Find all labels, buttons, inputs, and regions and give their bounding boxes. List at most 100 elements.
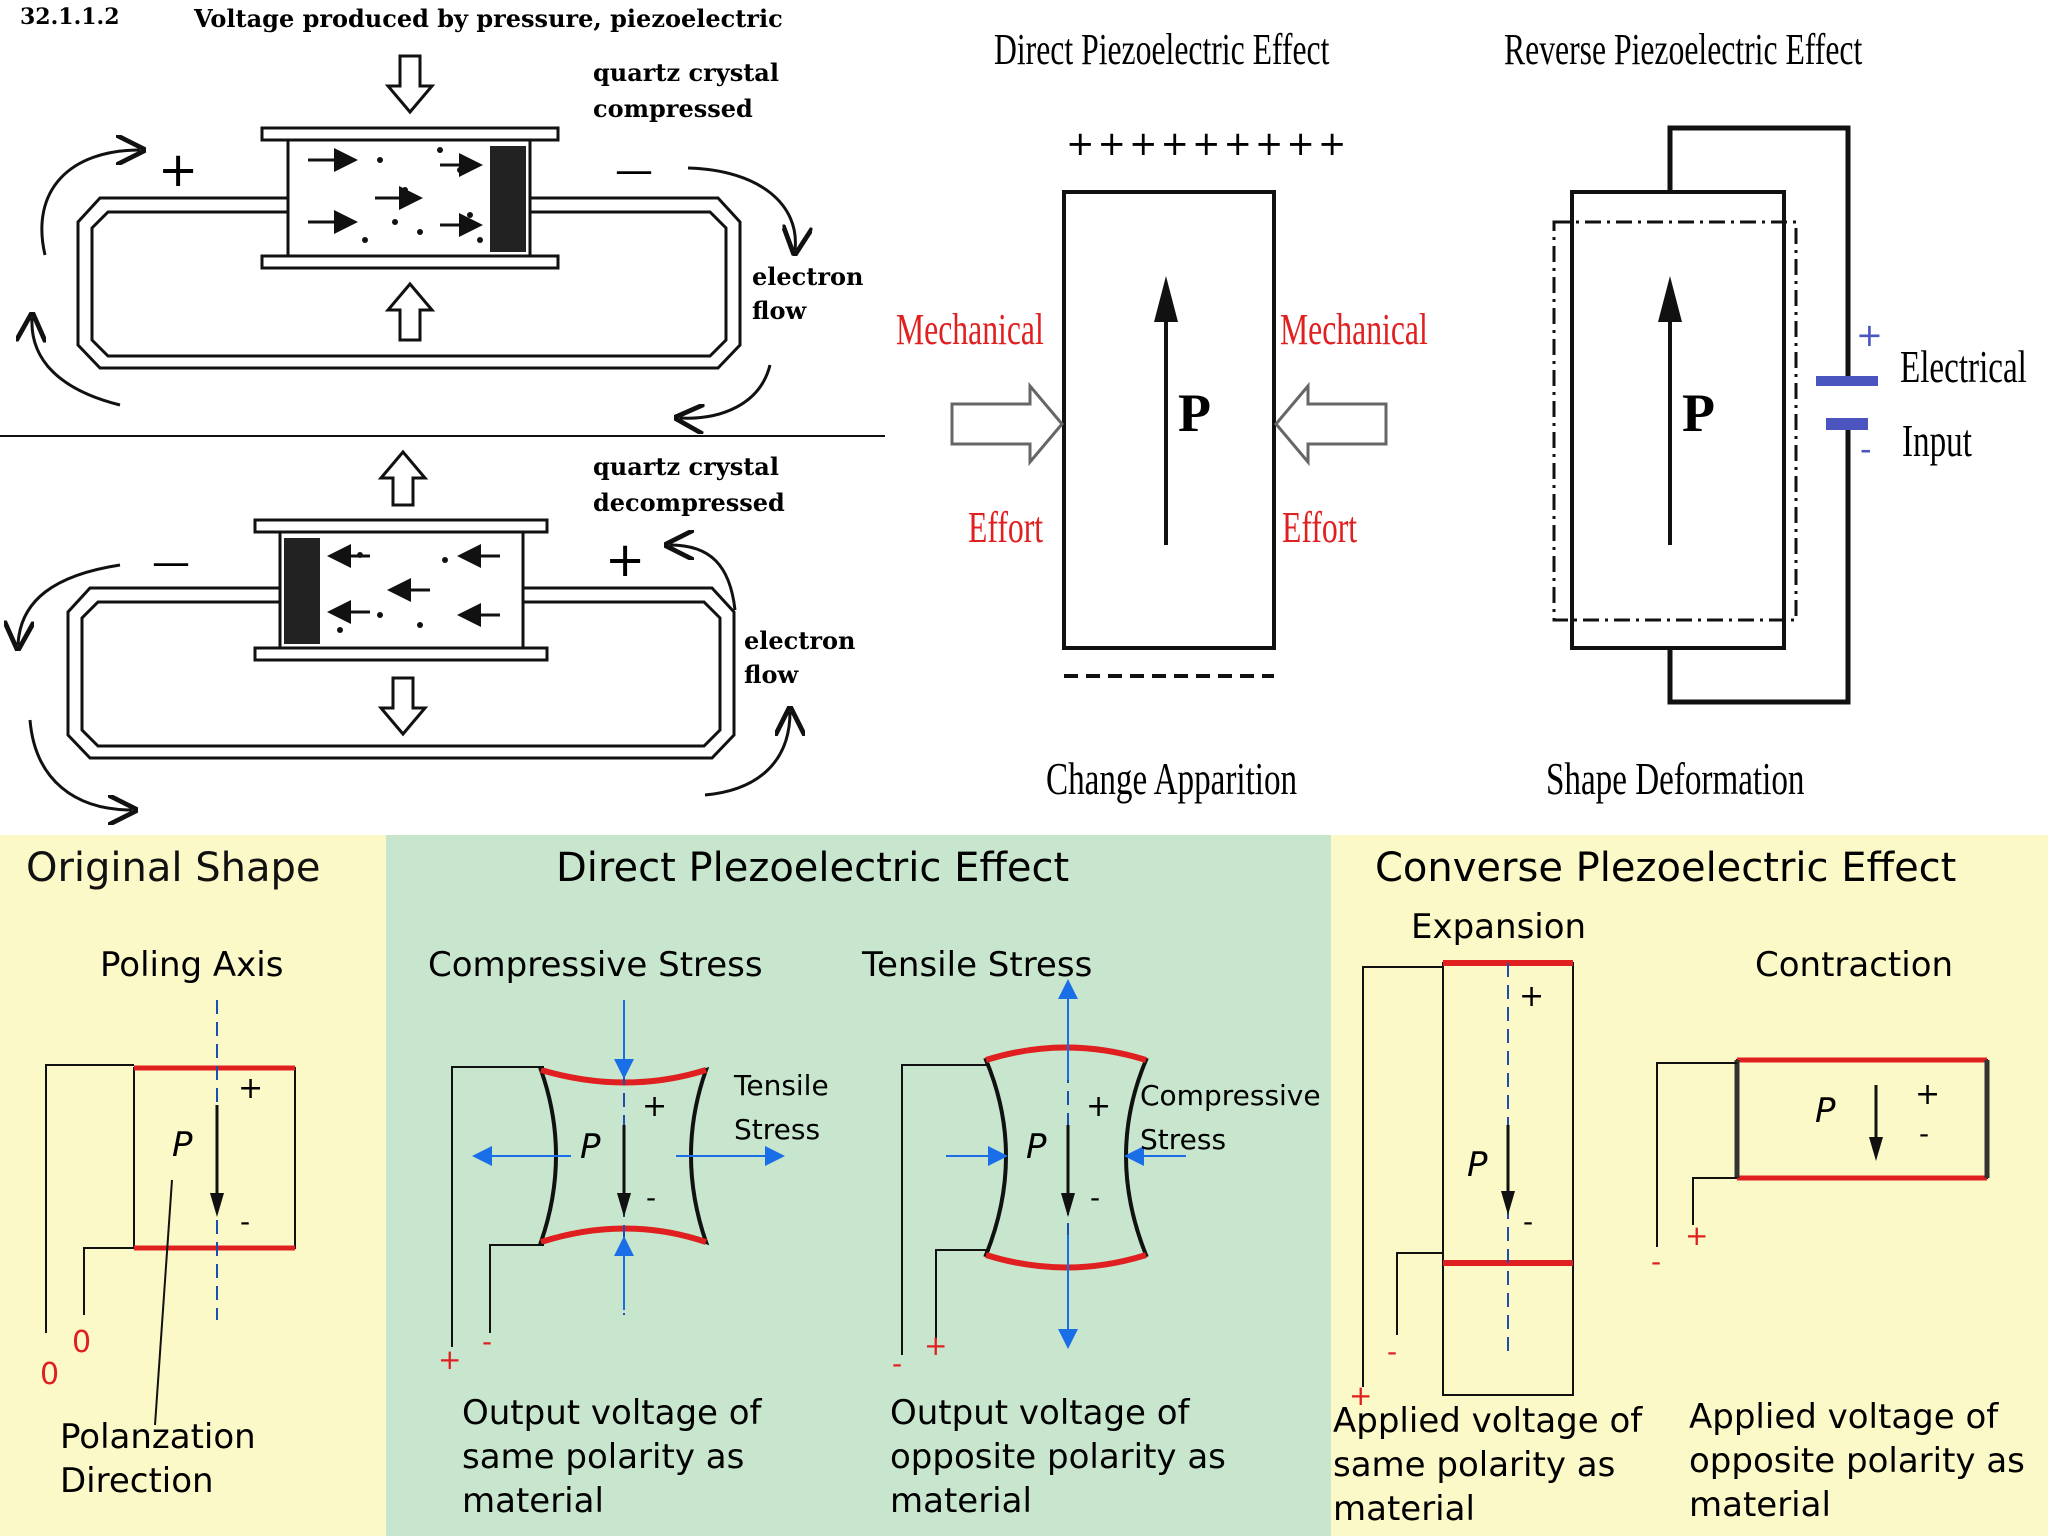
tens-p: P [1026, 1127, 1047, 1167]
direct-polarization: P [1178, 383, 1211, 443]
exp-minus: - [1523, 1205, 1534, 1238]
original-p: P [172, 1125, 193, 1165]
section-number: 32.1.1.2 [20, 4, 120, 30]
compressed-label-1: quartz crystal [593, 58, 779, 87]
comp-caption-2: same polarity as [462, 1437, 745, 1477]
decompressed-label-2: decompressed [593, 488, 785, 517]
con-p: P [1815, 1091, 1836, 1131]
direct-left-label-1: Mechanical [896, 305, 1044, 354]
exp-caption-3: material [1333, 1489, 1475, 1529]
con-caption-2: opposite polarity as [1689, 1441, 2025, 1481]
tens-side-label-1: Compressive [1140, 1079, 1321, 1112]
comp-side-label-1: Tensile [734, 1069, 829, 1102]
con-plus: + [1915, 1077, 1941, 1112]
compressed-circuit [76, 196, 742, 370]
compressed-motion-arrows [308, 148, 483, 237]
decompressed-flow-1: electron [744, 626, 856, 655]
poling-axis-label: Poling Axis [100, 945, 284, 985]
effect-comparison-panel: Direct Piezoelectric Effect Reverse Piez… [890, 0, 2048, 835]
reverse-polarization: P [1682, 383, 1715, 443]
direct-effect-panel: Direct Plezoelectric Effect Compressive … [386, 835, 1331, 1536]
pull-up-arrow [377, 449, 429, 507]
direct-right-label-2: Effort [1282, 503, 1358, 552]
compressed-minus: — [615, 148, 653, 192]
original-shape-panel: Original Shape Poling Axis P + - 0 0 Pol… [0, 835, 386, 1536]
reverse-caption: Shape Deformation [1546, 753, 1805, 804]
comp-p: P [580, 1127, 601, 1167]
input-label-2: Input [1902, 415, 1972, 466]
capacitor-minus-plate [1826, 418, 1868, 430]
converse-title: Converse Plezoelectric Effect [1375, 845, 1957, 891]
effect-comparison-drawing [950, 125, 1878, 705]
top-left-title: Voltage produced by pressure, piezoelect… [194, 4, 783, 33]
con-minus: - [1919, 1117, 1930, 1150]
input-label-1: Electrical [1900, 341, 2027, 392]
compressed-flow-2: flow [752, 296, 807, 325]
decompressed-label-1: quartz crystal [593, 452, 779, 481]
direct-title: Direct Piezoelectric Effect [994, 25, 1330, 74]
tens-side-label-2: Stress [1140, 1123, 1227, 1156]
zero-label-a: 0 [40, 1357, 60, 1392]
decompressed-bottom-plate [253, 646, 549, 662]
reverse-title: Reverse Piezoelectric Effect [1504, 25, 1863, 74]
original-plus: + [238, 1071, 264, 1106]
comp-lead-plus: + [438, 1343, 462, 1376]
original-title: Original Shape [26, 845, 321, 891]
direct-crystal [1062, 190, 1276, 650]
quartz-circuit-panel: 32.1.1.2 Voltage produced by pressure, p… [0, 0, 890, 835]
left-force-arrow [950, 381, 1064, 467]
compressed-flow-1: electron [752, 262, 864, 291]
press-down-arrow [384, 54, 436, 115]
polarization-direction-2: Direction [60, 1461, 214, 1501]
decompressed-minus: — [152, 540, 190, 584]
con-caption-1: Applied voltage of [1689, 1397, 1999, 1437]
con-lead-minus: - [1651, 1245, 1662, 1278]
pull-down-arrow [377, 676, 429, 737]
expansion-label: Expansion [1411, 907, 1587, 947]
capacitor-plus: + [1856, 316, 1883, 354]
comp-plus: + [642, 1089, 668, 1124]
direct-left-label-2: Effort [968, 503, 1044, 552]
comp-minus: - [646, 1181, 657, 1214]
charge-plus-row: +++++++++ [1066, 124, 1350, 164]
decompressed-plus: + [605, 532, 646, 588]
original-minus: - [240, 1205, 251, 1238]
tens-caption-1: Output voltage of [890, 1393, 1190, 1433]
tens-lead-minus: - [892, 1347, 903, 1380]
press-up-arrow [384, 281, 436, 342]
compressed-top-plate [260, 126, 560, 142]
comp-side-label-2: Stress [734, 1113, 821, 1146]
direct-right-label-1: Mechanical [1280, 305, 1428, 354]
zero-label-b: 0 [72, 1325, 92, 1360]
exp-caption-1: Applied voltage of [1333, 1401, 1643, 1441]
quartz-circuit-drawing [0, 54, 885, 835]
tens-minus: - [1090, 1181, 1101, 1214]
decompressed-flow-2: flow [744, 660, 799, 689]
exp-p: P [1467, 1145, 1488, 1185]
comp-caption-1: Output voltage of [462, 1393, 762, 1433]
compressed-label-2: compressed [593, 94, 753, 123]
exp-plus: + [1519, 979, 1545, 1014]
exp-lead-minus: - [1387, 1335, 1398, 1368]
exp-lead-plus: + [1349, 1379, 1373, 1412]
tens-caption-2: opposite polarity as [890, 1437, 1226, 1477]
reverse-crystal [1570, 190, 1786, 650]
tens-plus: + [1086, 1089, 1112, 1124]
direct-caption: Change Apparition [1046, 753, 1298, 804]
tensile-title: Tensile Stress [862, 945, 1093, 985]
comp-caption-3: material [462, 1481, 604, 1521]
decompressed-circuit [66, 586, 736, 760]
con-caption-3: material [1689, 1485, 1831, 1525]
exp-caption-2: same polarity as [1333, 1445, 1616, 1485]
decompressed-top-plate [253, 518, 549, 534]
tens-lead-plus: + [924, 1329, 948, 1362]
capacitor-minus: - [1860, 430, 1872, 468]
tens-caption-3: material [890, 1481, 1032, 1521]
compressive-title: Compressive Stress [428, 945, 763, 985]
contraction-label: Contraction [1755, 945, 1954, 985]
right-force-arrow [1274, 381, 1388, 467]
capacitor-plus-plate [1816, 376, 1878, 386]
direct-effect-title: Direct Plezoelectric Effect [556, 845, 1070, 891]
compressed-plus: + [158, 142, 199, 198]
polarization-direction-1: Polanzation [60, 1417, 256, 1457]
